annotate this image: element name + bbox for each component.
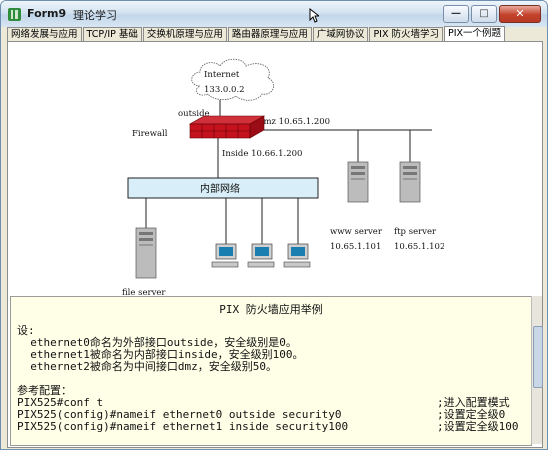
tab-tcpip-basics[interactable]: TCP/IP 基础 bbox=[82, 27, 142, 42]
tab-pix-firewall[interactable]: PIX 防火墙学习 bbox=[369, 27, 443, 42]
tab-switch-principles[interactable]: 交换机原理与应用 bbox=[142, 27, 227, 42]
internet-ip: 133.0.0.2 bbox=[204, 85, 245, 95]
lan-box bbox=[127, 177, 319, 199]
outside-label: outside bbox=[178, 109, 210, 119]
tab-pix-example[interactable]: PIX一个例题 bbox=[444, 26, 506, 42]
www-server-ip: 10.65.1.101 bbox=[330, 242, 381, 252]
text-line: 设: bbox=[17, 324, 35, 337]
tab-strip: 网络发展与应用 TCP/IP 基础 交换机原理与应用 路由器原理与应用 广域网协… bbox=[7, 26, 506, 42]
lan-label: 内部网络 bbox=[200, 182, 240, 195]
firewall-icon bbox=[188, 115, 266, 139]
vertical-scrollbar[interactable] bbox=[531, 296, 543, 444]
close-icon: ✕ bbox=[515, 7, 525, 20]
network-diagram: Internet 133.0.0.2 outside dmz 10.65.1.2… bbox=[122, 58, 444, 298]
app-title: Form9 bbox=[27, 7, 67, 20]
text-comment: ;设置定全级0 bbox=[437, 408, 506, 421]
tab-wan-protocols[interactable]: 广域网协议 bbox=[312, 27, 369, 42]
dmz-label: dmz 10.65.1.200 bbox=[258, 117, 330, 127]
pc-icon bbox=[211, 243, 239, 268]
mouse-cursor-icon bbox=[309, 8, 319, 23]
pane-title: PIX 防火墙应用举例 bbox=[219, 303, 323, 316]
scrollbar-thumb[interactable] bbox=[533, 326, 543, 388]
text-line: ethernet2被命名为中间接口dmz，安全级别50。 bbox=[17, 360, 277, 373]
inside-label: Inside 10.66.1.200 bbox=[222, 149, 302, 159]
maximize-button[interactable]: □ bbox=[471, 5, 497, 23]
ftp-server-ip: 10.65.1.102 bbox=[394, 242, 444, 252]
explanation-textbox[interactable]: PIX 防火墙应用举例 设: ethernet0命名为外部接口outside，安… bbox=[10, 296, 532, 446]
text-line: PIX525(config)#nameif ethernet0 outside … bbox=[17, 408, 342, 421]
maximize-icon: □ bbox=[479, 8, 489, 19]
text-line: PIX525(config)#nameif ethernet1 inside s… bbox=[17, 420, 349, 433]
file-server-icon bbox=[135, 227, 157, 279]
minimize-button[interactable]: — bbox=[443, 5, 469, 23]
minimize-icon: — bbox=[451, 8, 461, 19]
pc-icon bbox=[283, 243, 311, 268]
internet-cloud bbox=[191, 58, 275, 101]
www-server-label: www server bbox=[330, 227, 383, 237]
text-comment: ;进入配置模式 bbox=[437, 396, 510, 409]
text-line: 参考配置： bbox=[17, 384, 72, 397]
tab-network-development[interactable]: 网络发展与应用 bbox=[7, 27, 82, 42]
pc-icon bbox=[247, 243, 275, 268]
internet-label: Internet bbox=[204, 70, 240, 80]
text-line: ethernet1被命名为内部接口inside，安全级别100。 bbox=[17, 348, 304, 361]
ftp-server-label: ftp server bbox=[394, 227, 437, 237]
window-caption: 理论学习 bbox=[73, 9, 117, 22]
app-icon bbox=[8, 8, 21, 21]
ftp-server-icon bbox=[399, 161, 421, 203]
close-button[interactable]: ✕ bbox=[499, 5, 541, 23]
title-bar[interactable]: Form9 理论学习 — □ ✕ bbox=[1, 1, 547, 27]
firewall-label: Firewall bbox=[132, 129, 168, 139]
file-server-label: file server bbox=[122, 288, 166, 298]
tab-router-principles[interactable]: 路由器原理与应用 bbox=[227, 27, 312, 42]
text-line: PIX525#conf t bbox=[17, 396, 104, 409]
tab-content: Internet 133.0.0.2 outside dmz 10.65.1.2… bbox=[7, 41, 543, 448]
text-comment: ;设置定全级100 bbox=[437, 420, 519, 433]
www-server-icon bbox=[347, 161, 369, 203]
text-line: ethernet0命名为外部接口outside，安全级别是0。 bbox=[17, 336, 297, 349]
